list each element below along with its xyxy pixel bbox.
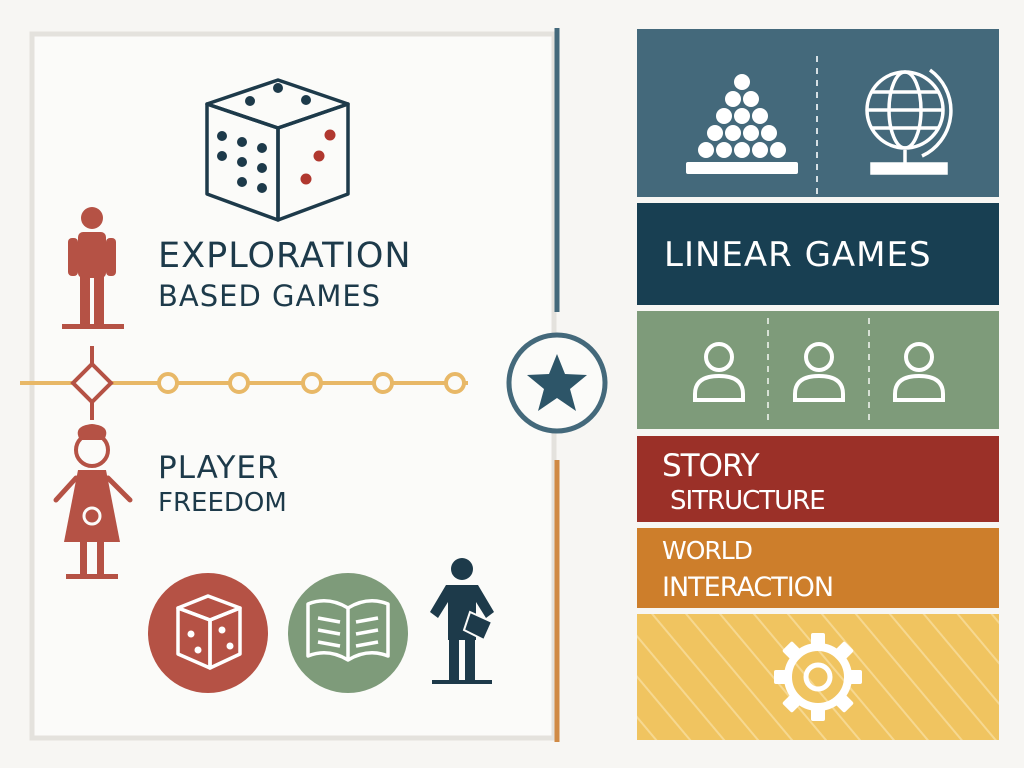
linear-games-label: LINEAR GAMES: [664, 235, 932, 275]
user-icon: [793, 342, 845, 402]
diamond-node-icon: [70, 361, 114, 405]
panel-story-structure: [637, 436, 999, 522]
timeline: [20, 346, 468, 420]
exploration-title-line2: BASED GAMES: [158, 279, 382, 313]
world-label: WORLD: [662, 536, 753, 565]
player-freedom-title: PLAYER: [158, 450, 280, 486]
star-icon: [506, 332, 608, 434]
exploration-title: EXPLORATION: [158, 236, 412, 276]
globe-icon: [865, 68, 953, 175]
user-icon: [893, 342, 945, 402]
dice-icon: [205, 78, 350, 222]
story-label: STORY: [662, 448, 760, 484]
panel-users: [637, 311, 999, 429]
panel-gear: [637, 614, 999, 740]
pyramid-icon: [686, 74, 798, 174]
gear-icon: [774, 633, 862, 721]
panel-linear-games: [637, 203, 999, 305]
structure-label: SITRUCTURE: [670, 486, 826, 516]
panel-world-interaction: [637, 528, 999, 608]
timeline-dot-icon: [157, 372, 466, 394]
dice-icon: [148, 573, 268, 693]
interaction-label: INTERACTION: [662, 572, 834, 603]
person-icon: [62, 207, 124, 329]
book-icon: [288, 573, 408, 693]
standing-person-icon: [430, 558, 494, 684]
player-freedom-title-line2: FREEDOM: [158, 488, 287, 518]
user-icon: [693, 342, 745, 402]
woman-icon: [53, 424, 133, 579]
panel-top-icons: [637, 29, 999, 197]
